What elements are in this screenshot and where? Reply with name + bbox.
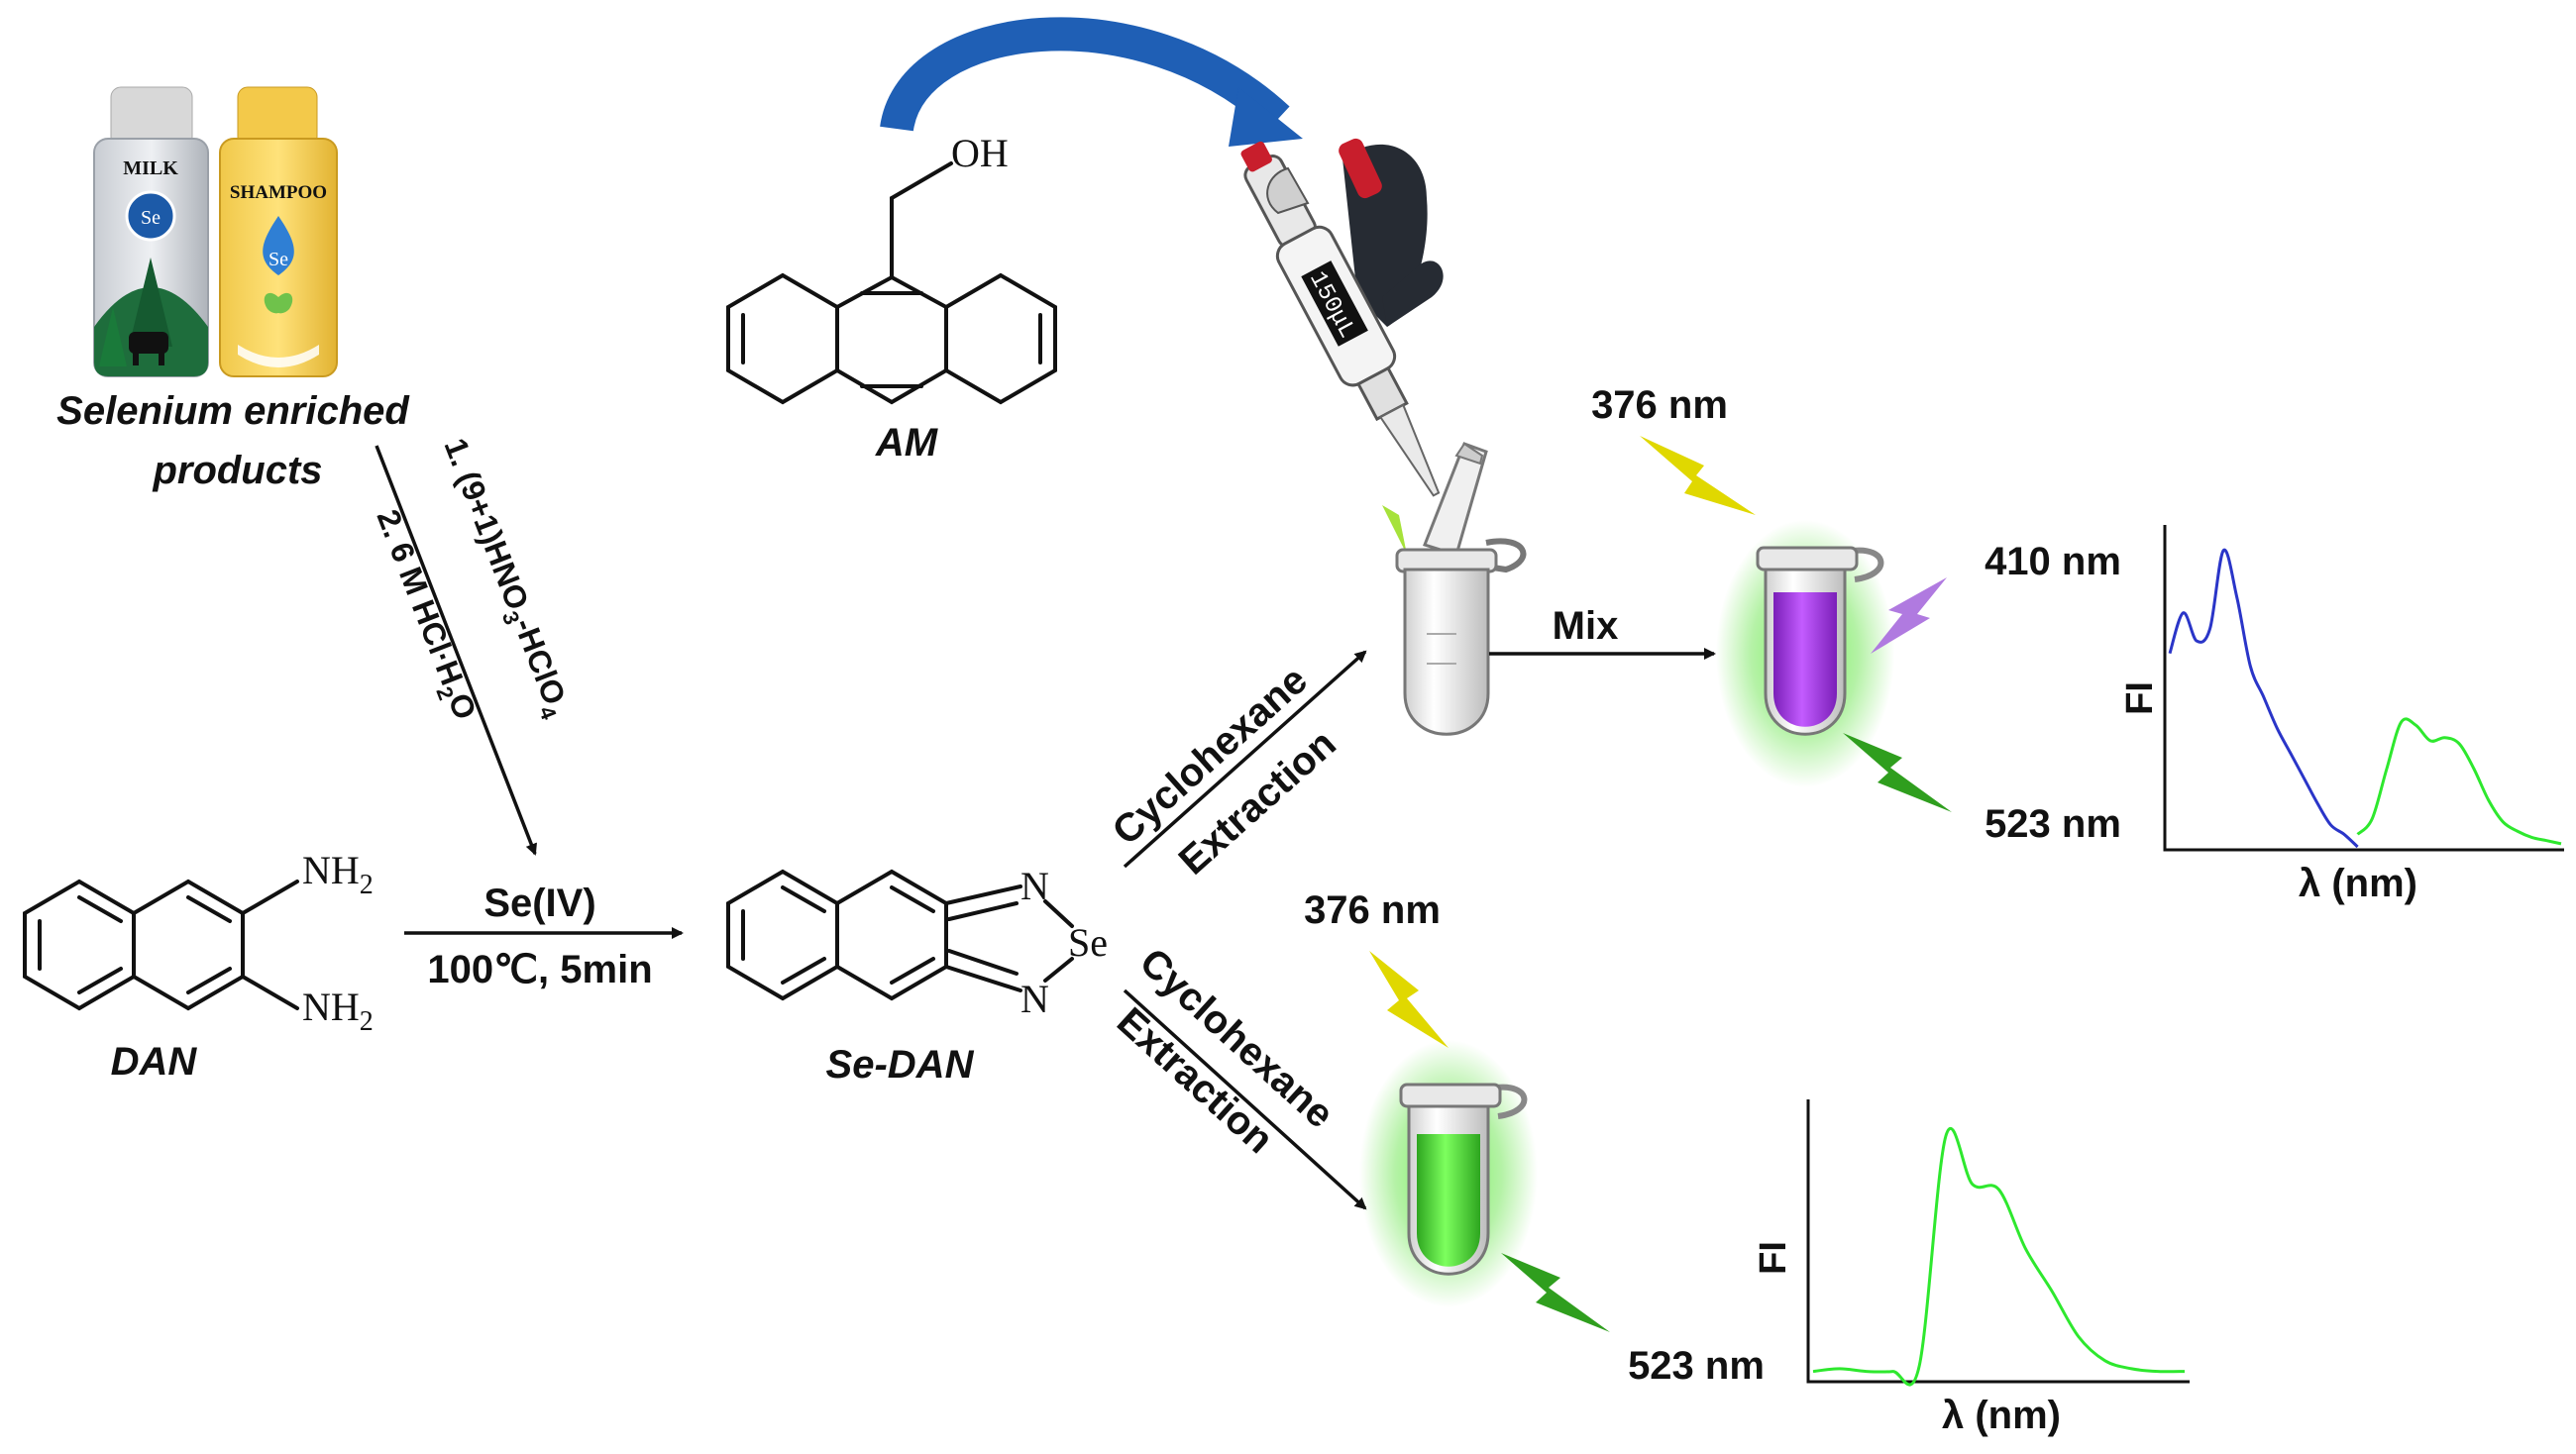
se-dan-label: Se-DAN (826, 1043, 975, 1087)
emit-green-lower-label: 523 nm (1628, 1344, 1765, 1388)
se-dan-se-atom: Se (1068, 920, 1108, 965)
chart-lower-ylabel: FI (1753, 1241, 1794, 1275)
pipette-icon: 150μL (1240, 138, 1444, 555)
milk-se-badge: Se (141, 207, 161, 229)
dan-label: DAN (111, 1040, 198, 1084)
products-label-line1: Selenium enriched (56, 389, 410, 433)
se-dan-n-top: N (1020, 864, 1049, 908)
milk-bottle-icon: MILK Se (93, 86, 209, 377)
shampoo-label: SHAMPOO (230, 182, 327, 203)
empty-tube-icon (1395, 442, 1527, 736)
transfer-arrow-head-icon (1229, 87, 1303, 147)
spectrum-series-0-0 (2168, 548, 2359, 849)
dan-molecule (23, 879, 299, 1011)
digestion-arrow (375, 445, 537, 856)
spectrum-chart-upper: FI λ (nm) (2119, 525, 2564, 905)
emission-bolt-green-upper-icon (1843, 733, 1952, 812)
emission-bolt-violet-icon (1871, 577, 1947, 654)
spectrum-series-0-1 (2356, 717, 2562, 846)
digestion-step2-group: 2. 6 M HCl·H2O (365, 505, 483, 727)
emit-violet-label: 410 nm (1985, 540, 2121, 583)
shampoo-bottle-icon: SHAMPOO Se (219, 86, 338, 377)
chart-upper-ylabel: FI (2119, 681, 2161, 715)
am-oh: OH (951, 131, 1009, 175)
dan-nh2-bottom: NH2 (302, 985, 374, 1037)
emission-bolt-green-lower-icon (1501, 1253, 1610, 1332)
green-tube-icon (1359, 1040, 1538, 1307)
reaction-reagent: Se(IV) (483, 882, 595, 925)
lower-extraction-arrow (1123, 988, 1367, 1210)
shampoo-se-badge: Se (268, 249, 288, 270)
am-molecule (726, 161, 1057, 405)
se-dan-molecule (726, 869, 1074, 1001)
digestion-step2: 2. 6 M HCl·H2O (365, 505, 483, 727)
upper-extraction-arrow (1123, 650, 1367, 869)
products-label-line2: products (152, 449, 322, 492)
chart-upper-axes (2163, 525, 2564, 852)
chart-upper-xlabel: λ (nm) (2299, 862, 2417, 905)
se-dan-n-bottom: N (1020, 977, 1049, 1021)
dan-nh2-top: NH2 (302, 848, 374, 900)
chart-lower-axes (1806, 1099, 2190, 1384)
excite-upper-label: 376 nm (1591, 383, 1728, 427)
spectrum-chart-lower: FI λ (nm) (1753, 1099, 2190, 1437)
spectrum-series-1-0 (1812, 1126, 2186, 1387)
reaction-conditions: 100℃, 5min (427, 948, 652, 991)
am-label: AM (875, 421, 939, 465)
violet-tube-icon (1716, 520, 1894, 787)
emit-green-upper-label: 523 nm (1985, 802, 2121, 846)
chart-lower-xlabel: λ (nm) (1942, 1394, 2061, 1437)
excitation-bolt-lower-icon (1369, 951, 1449, 1048)
milk-label: MILK (123, 157, 178, 179)
excitation-bolt-upper-icon (1640, 436, 1756, 515)
transfer-arrow-icon (880, 17, 1290, 133)
mix-label: Mix (1553, 604, 1619, 648)
excite-lower-label: 376 nm (1304, 888, 1441, 932)
